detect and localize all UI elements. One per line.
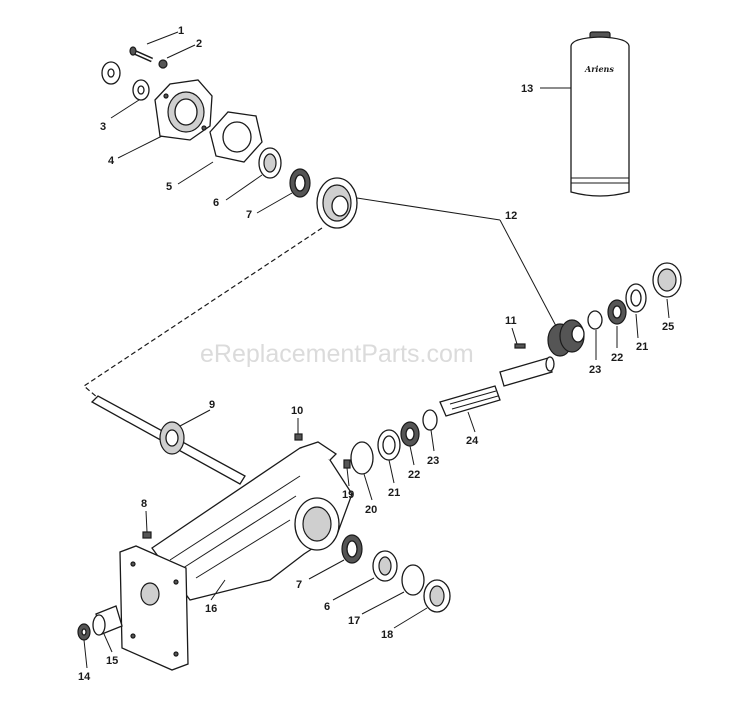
- part-9-gear-shaft: [90, 395, 246, 485]
- part-7-tapered-bearing: [289, 168, 311, 198]
- part-10-set-screw: [294, 433, 303, 441]
- callout-6: 6: [213, 197, 219, 209]
- part-20-snap-ring: [350, 441, 374, 475]
- part-7-bearing-lower: [341, 534, 363, 564]
- callout-17: 17: [348, 615, 360, 627]
- callout-14: 14: [78, 671, 91, 683]
- part-12-gear: [316, 177, 358, 229]
- part-24-worm-shaft: [499, 356, 555, 387]
- part-21-race: [625, 283, 647, 313]
- callout-8: 8: [141, 498, 147, 510]
- callout-2: 2: [196, 38, 202, 50]
- callout-7-lower: 7: [296, 579, 302, 591]
- leader-lines: [83, 31, 670, 669]
- callout-16: 16: [205, 603, 217, 615]
- part-11-key: [514, 343, 526, 349]
- callout-1: 1: [178, 25, 184, 37]
- part-24-shaft: [439, 385, 501, 417]
- callout-22: 22: [611, 352, 623, 364]
- part-4-bearing-housing: [154, 79, 213, 141]
- part-18-seal: [423, 579, 451, 613]
- part-17-snap-ring: [401, 564, 425, 596]
- callout-23: 23: [589, 364, 601, 376]
- part-1-bolt: [129, 46, 154, 63]
- callout-3: 3: [100, 121, 106, 133]
- part-23-spacer-lower: [422, 409, 438, 431]
- callout-7: 7: [246, 209, 252, 221]
- part-6-bearing-race: [258, 147, 282, 179]
- part-12-worm: [547, 319, 585, 357]
- part-3-washer: [101, 61, 150, 101]
- callout-10: 10: [291, 405, 303, 417]
- callout-18: 18: [381, 629, 393, 641]
- part-22-bearing-lower: [400, 421, 420, 447]
- callout-11: 11: [505, 315, 517, 327]
- callout-9: 9: [209, 399, 215, 411]
- callout-15: 15: [106, 655, 118, 667]
- part-23-spacer: [587, 310, 603, 330]
- part-25-seal: [652, 262, 682, 298]
- callout-4: 4: [108, 155, 115, 167]
- part-22-bearing: [607, 299, 627, 325]
- callout-24: 24: [466, 435, 479, 447]
- bottle-brand-label: Ariens: [584, 64, 614, 74]
- part-13-lubricant-bottle: Ariens: [570, 31, 630, 197]
- callout-5: 5: [166, 181, 172, 193]
- callout-20: 20: [365, 504, 377, 516]
- part-8-pin: [142, 531, 152, 539]
- callout-23-lower: 23: [427, 455, 439, 467]
- callout-13: 13: [521, 83, 533, 95]
- callout-19: 19: [342, 489, 354, 501]
- callout-12: 12: [505, 210, 517, 222]
- part-19-fitting: [343, 459, 351, 469]
- callout-6-lower: 6: [324, 601, 330, 613]
- callout-labels: 1 2 3 4 5 6 7 12 13 25 21 22 23 11 9 10 …: [78, 25, 674, 683]
- callout-21-lower: 21: [388, 487, 400, 499]
- part-6-race-lower: [372, 550, 398, 582]
- part-16-gearbox-housing: [119, 441, 353, 671]
- callout-22-lower: 22: [408, 469, 420, 481]
- watermark: eReplacementParts.com: [200, 340, 474, 368]
- part-5-gasket: [209, 111, 263, 163]
- callout-25: 25: [662, 321, 674, 333]
- callout-21: 21: [636, 341, 648, 353]
- part-15-bushing: [92, 605, 123, 636]
- part-21-race-lower: [377, 429, 401, 461]
- part-2-nut: [158, 59, 168, 69]
- part-14-nut: [77, 623, 91, 641]
